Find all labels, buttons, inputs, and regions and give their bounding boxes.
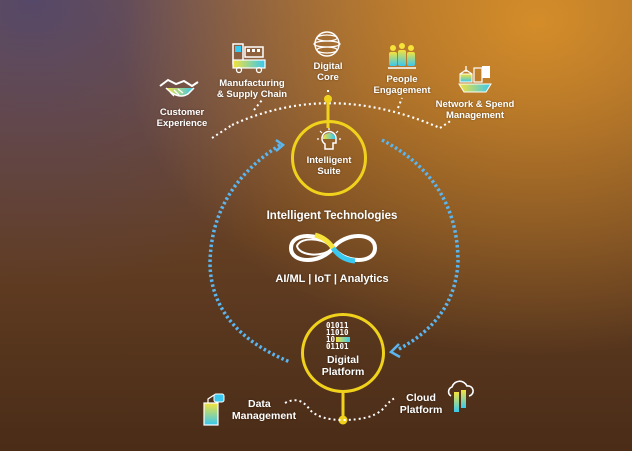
handshake-icon [159, 78, 199, 97]
platform-junction [338, 415, 348, 425]
binary-code-icon: 01011 11010 10 01101 [326, 321, 351, 351]
top-dotted-arc [231, 102, 441, 130]
lightbulb-head-icon [317, 128, 341, 150]
data-documents-icon [203, 393, 225, 426]
technologies-list: AI/ML | IoT | Analytics [275, 273, 389, 285]
core-sphere-icon [313, 31, 341, 57]
intelligent-suite-node [291, 120, 367, 196]
right-cycle-arrow [381, 138, 460, 352]
cloud-bars-icon [447, 380, 474, 412]
people-icon [388, 43, 416, 69]
factory-truck-icon [232, 43, 266, 74]
network-ship-icon [458, 66, 492, 93]
intelligent-technologies-title: Intelligent Technologies [266, 210, 398, 222]
digital-platform-node [301, 313, 385, 393]
left-cycle-arrow [208, 143, 291, 364]
infinity-icon [288, 232, 378, 264]
suite-junction [324, 95, 332, 103]
